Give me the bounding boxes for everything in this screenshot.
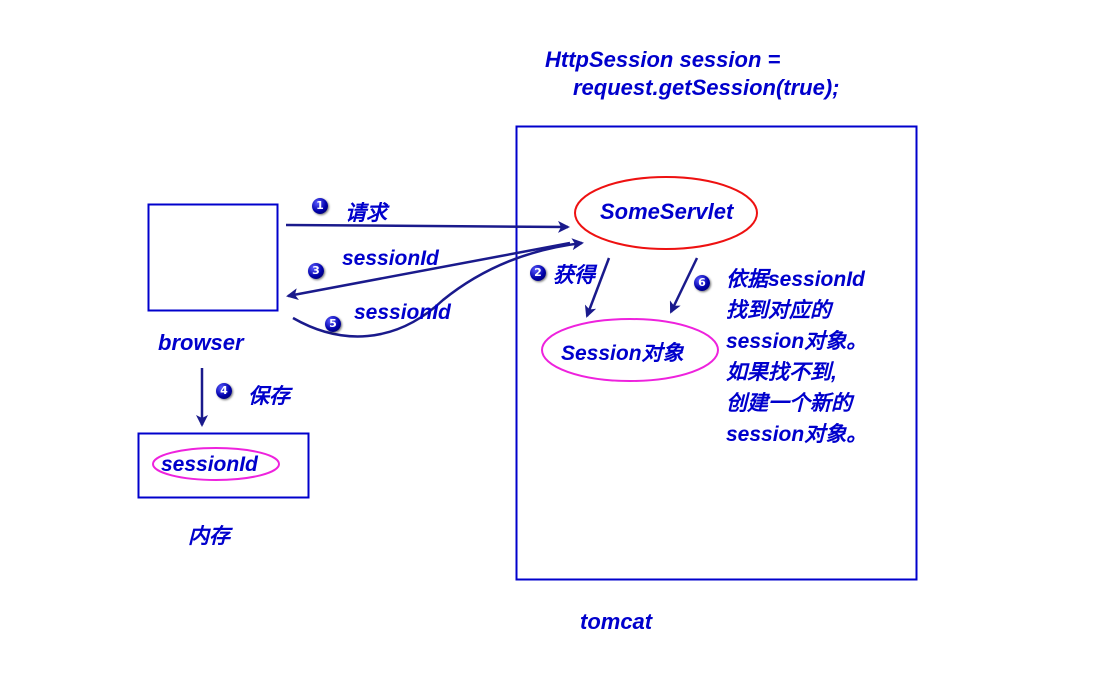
step-3-label: sessionId	[342, 247, 439, 270]
step-2-badge: 2	[530, 265, 546, 281]
fallback-note: 如果找不到, 创建一个新的 session对象。	[726, 361, 868, 446]
step-2-label: 获得	[553, 264, 595, 287]
memory-session-id-ellipse	[152, 447, 280, 481]
browser-label: browser	[158, 330, 244, 355]
tomcat-label: tomcat	[580, 609, 653, 634]
tomcat-container-box	[515, 125, 918, 581]
step-5-label: sessionId	[354, 301, 451, 324]
request-arrow	[285, 220, 570, 233]
code-line-1: HttpSession session =	[545, 47, 781, 72]
get-session-arrow	[584, 257, 611, 318]
step-5-badge: 5	[325, 316, 341, 332]
lookup-session-arrow	[669, 257, 699, 314]
browser-box	[147, 203, 279, 312]
memory-label: 内存	[188, 525, 230, 548]
session-object-ellipse	[541, 318, 719, 382]
code-line-2: request.getSession(true);	[573, 75, 840, 100]
step-1-label: 请求	[345, 202, 387, 225]
memory-session-id-label: sessionId	[161, 453, 258, 476]
step-6-note: 依据sessionId 找到对应的 session对象。	[726, 268, 868, 353]
some-servlet-ellipse	[574, 176, 758, 250]
step-4-label: 保存	[248, 385, 290, 408]
memory-box	[137, 432, 310, 499]
session-object-label: Session对象	[561, 342, 684, 365]
step-3-badge: 3	[308, 263, 324, 279]
send-session-id-arrow	[292, 238, 584, 338]
some-servlet-label: SomeServlet	[600, 199, 734, 224]
step-6-badge: 6	[694, 275, 710, 291]
return-session-id-arrow	[286, 241, 571, 301]
step-4-badge: 4	[216, 383, 232, 399]
step-1-badge: 1	[312, 198, 328, 214]
